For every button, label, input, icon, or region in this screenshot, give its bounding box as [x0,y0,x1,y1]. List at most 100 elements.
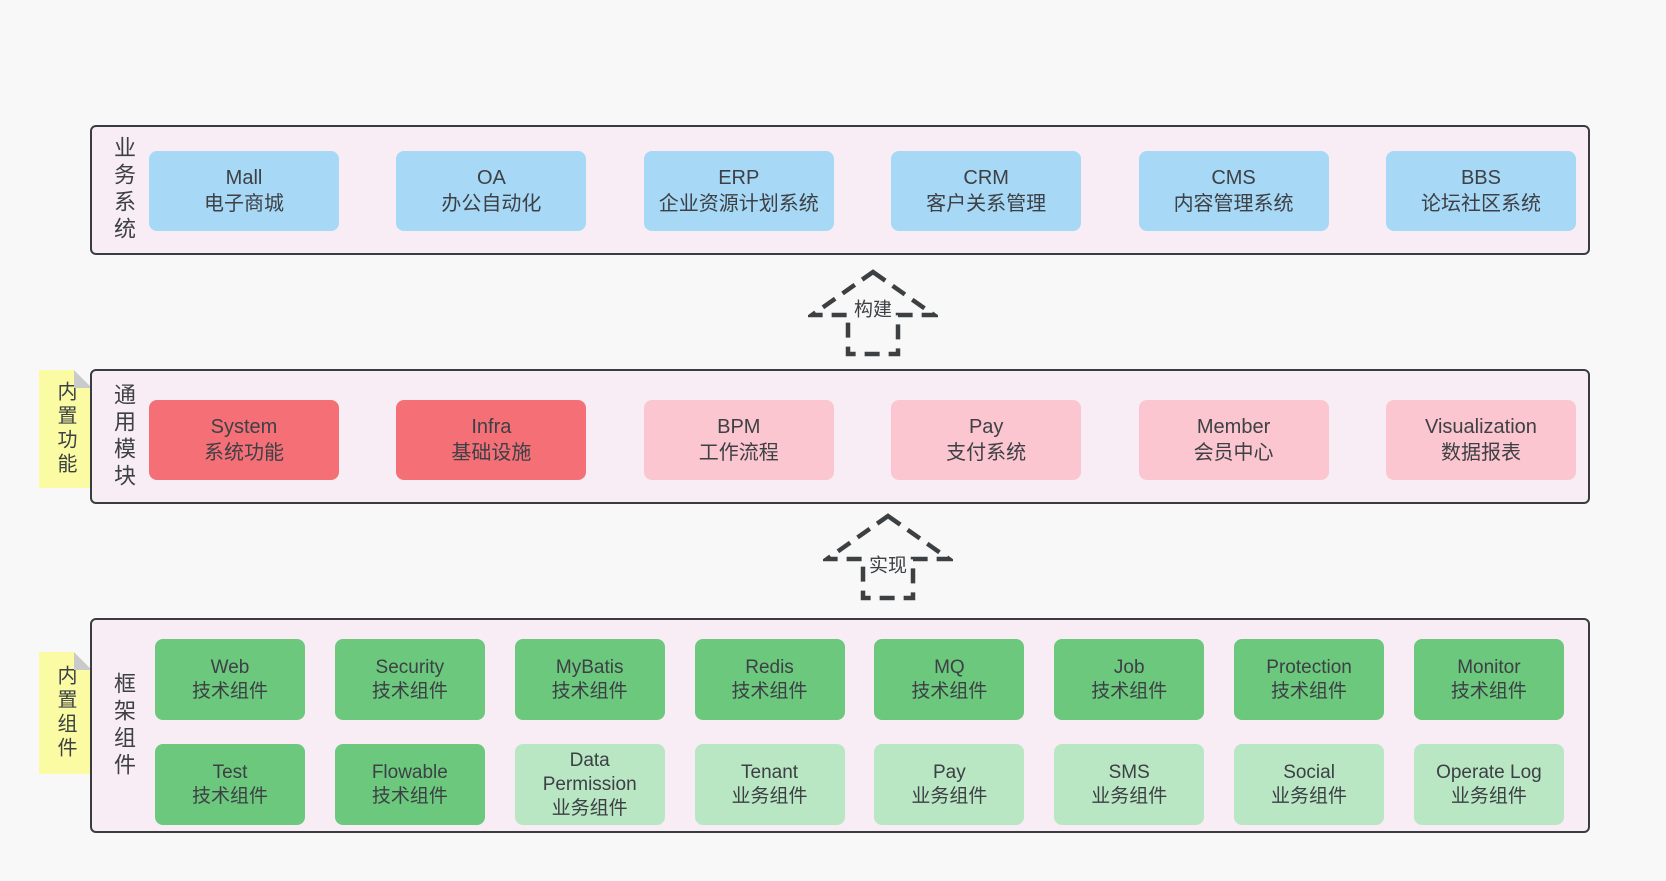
module-box-oa: OA 办公自动化 [396,151,587,231]
module-description: 客户关系管理 [926,193,1047,215]
module-box-erp: ERP 企业资源计划系统 [643,151,834,231]
module-name: Test [212,761,248,783]
module-description: 系统功能 [204,442,284,464]
module-box-bpm: BPM 工作流程 [643,400,834,480]
module-description: 技术组件 [1091,680,1168,702]
band-label-framework-components: 框架组件 [111,671,136,780]
module-name: Member [1196,416,1271,438]
module-description: 技术组件 [551,680,628,702]
module-description: 业务组件 [911,785,988,807]
module-name: ERP [718,167,760,189]
module-description: 会员中心 [1193,442,1274,464]
module-description: 业务组件 [551,797,628,819]
module-name: System [210,416,278,438]
module-name: Flowable [371,761,448,783]
module-name: Data Permission [542,749,637,795]
module-box-member: Member 会员中心 [1138,400,1329,480]
sticky-note-builtin-features: 内置功能 [39,370,92,488]
module-description: 技术组件 [1450,680,1527,702]
module-name: CMS [1211,167,1256,189]
module-name: Web [210,656,250,678]
sticky-note-label: 内置组件 [54,665,76,761]
module-name: Monitor [1457,656,1521,678]
module-name: Protection [1266,656,1352,678]
module-box-bbs: BBS 论坛社区系统 [1385,151,1576,231]
module-description: 技术组件 [371,680,448,702]
band-label-common-modules: 通用模块 [111,382,136,491]
module-description: 企业资源计划系统 [658,193,819,215]
module-name: BBS [1460,167,1501,189]
module-name: Mall [225,167,263,189]
module-description: 业务组件 [1091,785,1168,807]
module-description: 内容管理系统 [1173,193,1294,215]
module-name: MQ [934,656,965,678]
module-name: CRM [963,167,1009,189]
module-name: Tenant [741,761,799,783]
arrow-label: 实现 [865,549,911,579]
module-name: Job [1113,656,1145,678]
arrow-label: 构建 [850,293,896,323]
module-description: 电子商城 [204,193,284,215]
arrow-build: 构建 [808,268,938,358]
module-name: Pay [933,761,966,783]
band-label-business-systems: 业务系统 [111,136,136,244]
module-name: MyBatis [555,656,624,678]
module-name: BPM [717,416,761,438]
module-name: Security [375,656,445,678]
module-description: 办公自动化 [441,193,542,215]
dashed-up-arrow-icon [808,269,938,357]
module-name: Redis [745,656,794,678]
sticky-note-label: 内置功能 [54,381,76,477]
module-description: 数据报表 [1440,442,1521,464]
module-name: Social [1283,761,1335,783]
module-description: 技术组件 [191,785,268,807]
module-description: 技术组件 [731,680,808,702]
module-row: Mall 电子商城 OA 办公自动化 ERP 企业资源计划系统 CRM 客户关系管理 CMS 内容… [149,151,1576,231]
module-description: 支付系统 [946,442,1027,464]
module-description: 论坛社区系统 [1420,193,1541,215]
arrow-implement: 实现 [823,512,953,602]
module-description: 业务组件 [1271,785,1348,807]
module-description: 技术组件 [911,680,988,702]
module-box-infra: Infra 基础设施 [396,400,587,480]
module-name: OA [476,167,506,189]
module-description: 工作流程 [698,442,779,464]
module-box-mall: Mall 电子商城 [149,151,339,231]
module-description: 技术组件 [1271,680,1348,702]
module-description: 技术组件 [371,785,448,807]
dashed-up-arrow-icon [823,513,953,601]
module-name: SMS [1108,761,1150,783]
sticky-note-builtin-components: 内置组件 [39,652,92,774]
module-description: 技术组件 [191,680,268,702]
module-box-cms: CMS 内容管理系统 [1138,151,1329,231]
module-description: 基础设施 [451,442,532,464]
module-name: Operate Log [1436,761,1542,783]
module-name: Infra [471,416,512,438]
band-business-systems: 业务系统 Mall 电子商城 OA 办公自动化 ERP 企业资源计划系统 CRM 客户关系管理… [90,125,1590,255]
module-box-crm: CRM 客户关系管理 [891,151,1082,231]
module-description: 业务组件 [731,785,808,807]
